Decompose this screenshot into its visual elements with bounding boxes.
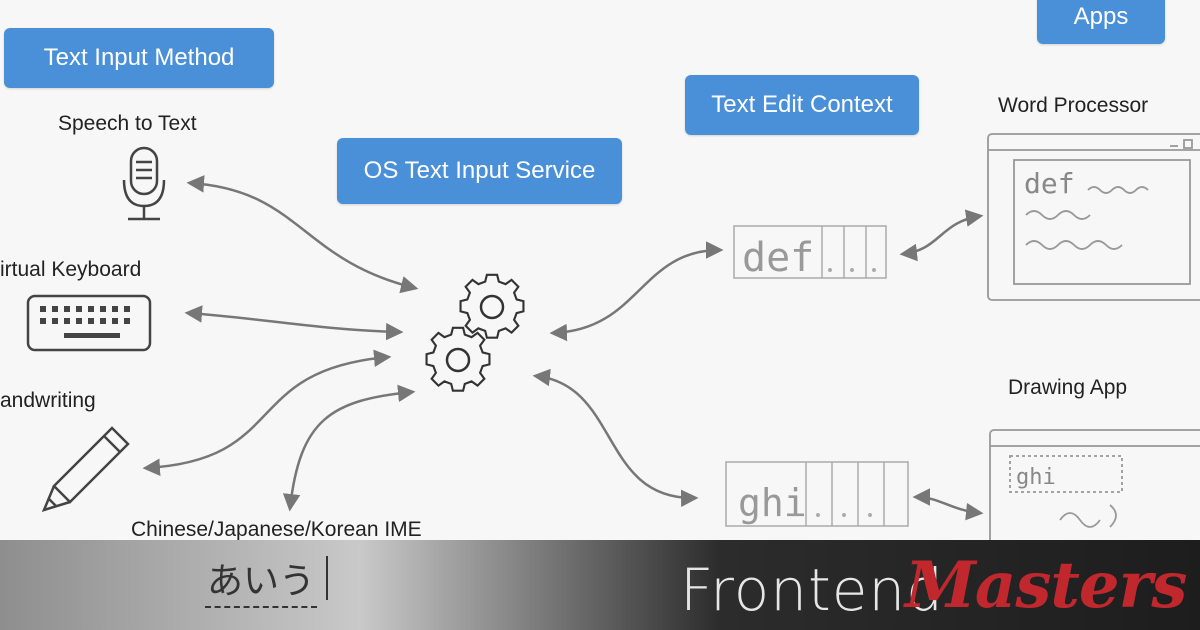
word-processor-label: Word Processor — [998, 94, 1149, 117]
word-processor-text: def — [1024, 167, 1075, 200]
text-buffer-top — [733, 225, 887, 279]
microphone-icon — [122, 146, 166, 221]
input-arrows — [142, 175, 984, 521]
gears-icon — [425, 273, 525, 392]
ime-sample-text: あいう — [205, 552, 318, 608]
brand-frontend-text: Frontend — [680, 556, 944, 624]
keyboard-icon — [26, 294, 152, 352]
text-buffer-bottom — [725, 461, 909, 527]
drawing-app-label: Drawing App — [1008, 376, 1128, 399]
footer-banner — [0, 540, 1200, 630]
handwriting-label: andwriting — [0, 389, 96, 412]
pencil-icon — [41, 426, 130, 512]
text-input-method-box: Text Input Method — [4, 28, 274, 88]
text-buffer-top-content: def — [742, 235, 814, 281]
arrow-ime — [282, 384, 416, 512]
arrow-text-context-top — [549, 241, 724, 342]
arrow-speech — [186, 175, 419, 294]
word-processor-window — [987, 133, 1200, 301]
text-cursor — [326, 556, 328, 600]
virtual-keyboard-label: irtual Keyboard — [0, 258, 142, 281]
brand-masters-logo: Masters — [905, 548, 1187, 623]
arrow-handwriting — [142, 349, 392, 476]
text-buffer-bottom-content: ghi — [738, 481, 807, 525]
arrow-keyboard — [184, 305, 404, 341]
arrow-word-processor — [899, 209, 984, 262]
speech-to-text-label: Speech to Text — [58, 112, 197, 135]
ime-label: Chinese/Japanese/Korean IME — [131, 518, 422, 541]
drawing-app-text: ghi — [1016, 465, 1056, 490]
apps-box: Apps — [1037, 0, 1165, 44]
arrow-drawing-app — [912, 488, 984, 521]
text-edit-context-box: Text Edit Context — [685, 75, 919, 135]
arrow-text-context-bottom — [532, 368, 699, 508]
